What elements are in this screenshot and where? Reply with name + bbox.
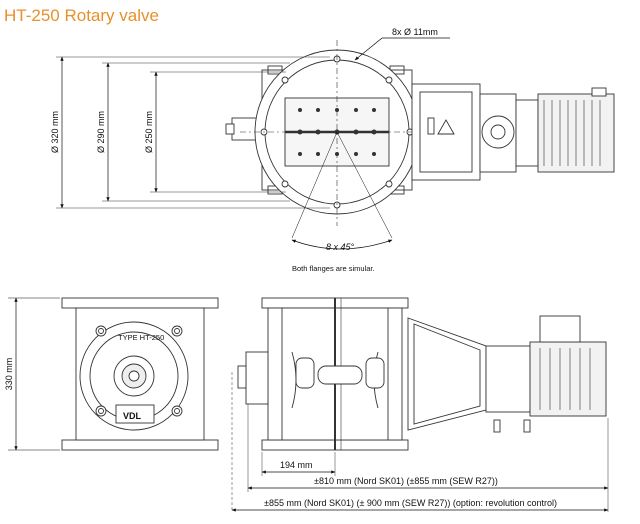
- dim-855-label: ±855 mm (Nord SK01) (± 900 mm (SEW R27))…: [264, 498, 557, 508]
- angle-arc: [291, 239, 393, 250]
- flanges-note: Both flanges are simular.: [292, 264, 375, 273]
- front-view: [61, 297, 219, 451]
- nameplate-text: TYPE HT-250: [118, 333, 164, 342]
- dim-pitch-label: Ø 290 mm: [96, 111, 106, 153]
- dim-outer-label: Ø 320 mm: [50, 111, 60, 153]
- dim-194-label: 194 mm: [280, 460, 313, 470]
- side-view: [231, 297, 609, 512]
- height-label: 330 mm: [4, 358, 14, 391]
- vdl-logo: VDL: [123, 411, 142, 421]
- dim-810-label: ±810 mm (Nord SK01) (±855 mm (SEW R27)): [314, 476, 498, 486]
- dim-inner-label: Ø 250 mm: [144, 111, 154, 153]
- bolt-angle-label: 8 x 45°: [326, 242, 355, 252]
- top-view: [56, 40, 615, 226]
- bolt-holes-label: 8x Ø 11mm: [392, 27, 438, 37]
- page-title: HT-250 Rotary valve: [4, 6, 159, 25]
